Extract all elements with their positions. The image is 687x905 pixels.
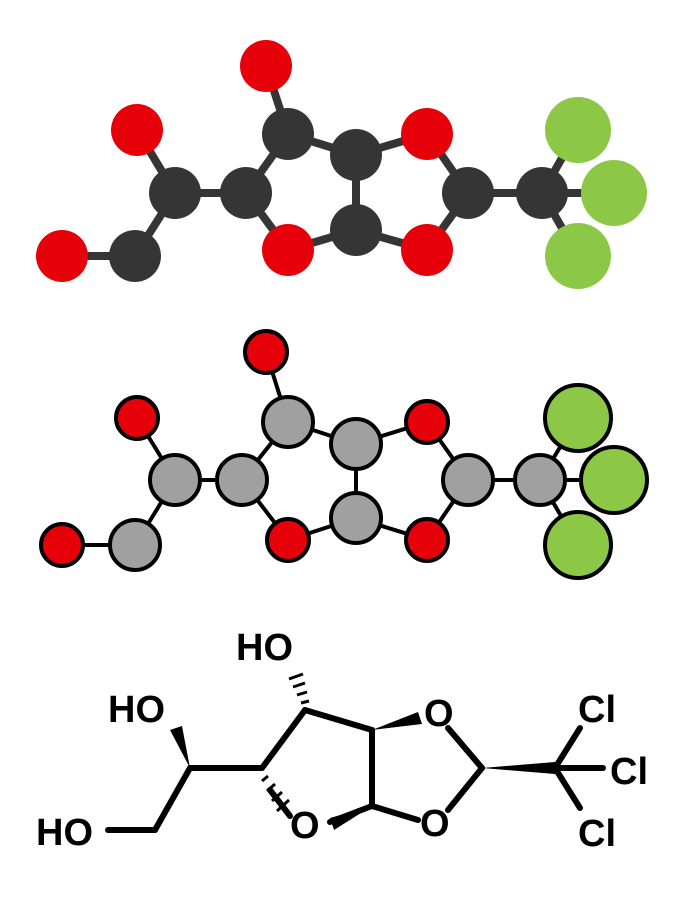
oxygen-label: O [420,803,450,845]
skeletal-bonds [105,707,606,833]
hydroxyl-label: HO [108,689,165,731]
oxygen-atom [404,517,450,563]
carbon-atom [329,417,383,471]
oxygen-atom [401,108,453,160]
carbon-atom [330,129,382,181]
oxygen-atom [39,522,85,568]
carbon-atom [148,453,202,507]
ball-model [36,40,647,289]
carbon-atom [149,167,201,219]
carbon-atom [330,204,382,256]
structural-formula: HO HO HO O O O Cl Cl Cl [36,627,648,855]
chlorine-atom [543,510,613,580]
hashed-bond [261,774,291,813]
carbon-atom [215,453,269,507]
carbon-atom [513,453,567,507]
wedge-bond [372,712,422,730]
oxygen-atom [265,517,311,563]
hydroxyl-label: HO [36,812,93,854]
chlorine-atom [545,223,611,289]
oxygen-atom [262,224,314,276]
carbon-atom [261,395,315,449]
oxygen-label: O [290,805,320,847]
carbon-atom [441,453,495,507]
carbon-atom [220,167,272,219]
chlorine-atom [581,160,647,226]
oxygen-atom [243,329,289,375]
chlorine-label: Cl [610,751,648,793]
oxygen-atom [111,104,163,156]
oxygen-atom [401,224,453,276]
wedge-bond [482,762,555,774]
oxygen-atom [240,40,292,92]
carbon-atom [329,491,383,545]
wedge-bond [330,806,372,830]
hydroxyl-label: HO [236,627,293,669]
chlorine-label: Cl [578,813,616,855]
chlorine-atom [543,383,613,453]
chlorine-atom [545,97,611,163]
chlorine-atom [579,445,649,515]
carbon-atom [442,167,494,219]
wedge-bond [170,726,190,768]
ball-and-stick-model [39,329,649,580]
hashed-bond [288,672,310,705]
oxygen-label: O [424,693,454,735]
carbon-atom [262,108,314,160]
oxygen-atom [36,230,88,282]
carbon-atom [109,230,161,282]
oxygen-atom [114,395,160,441]
chlorine-label: Cl [578,689,616,731]
oxygen-atom [404,399,450,445]
carbon-atom [108,518,162,572]
carbon-atom [516,167,568,219]
